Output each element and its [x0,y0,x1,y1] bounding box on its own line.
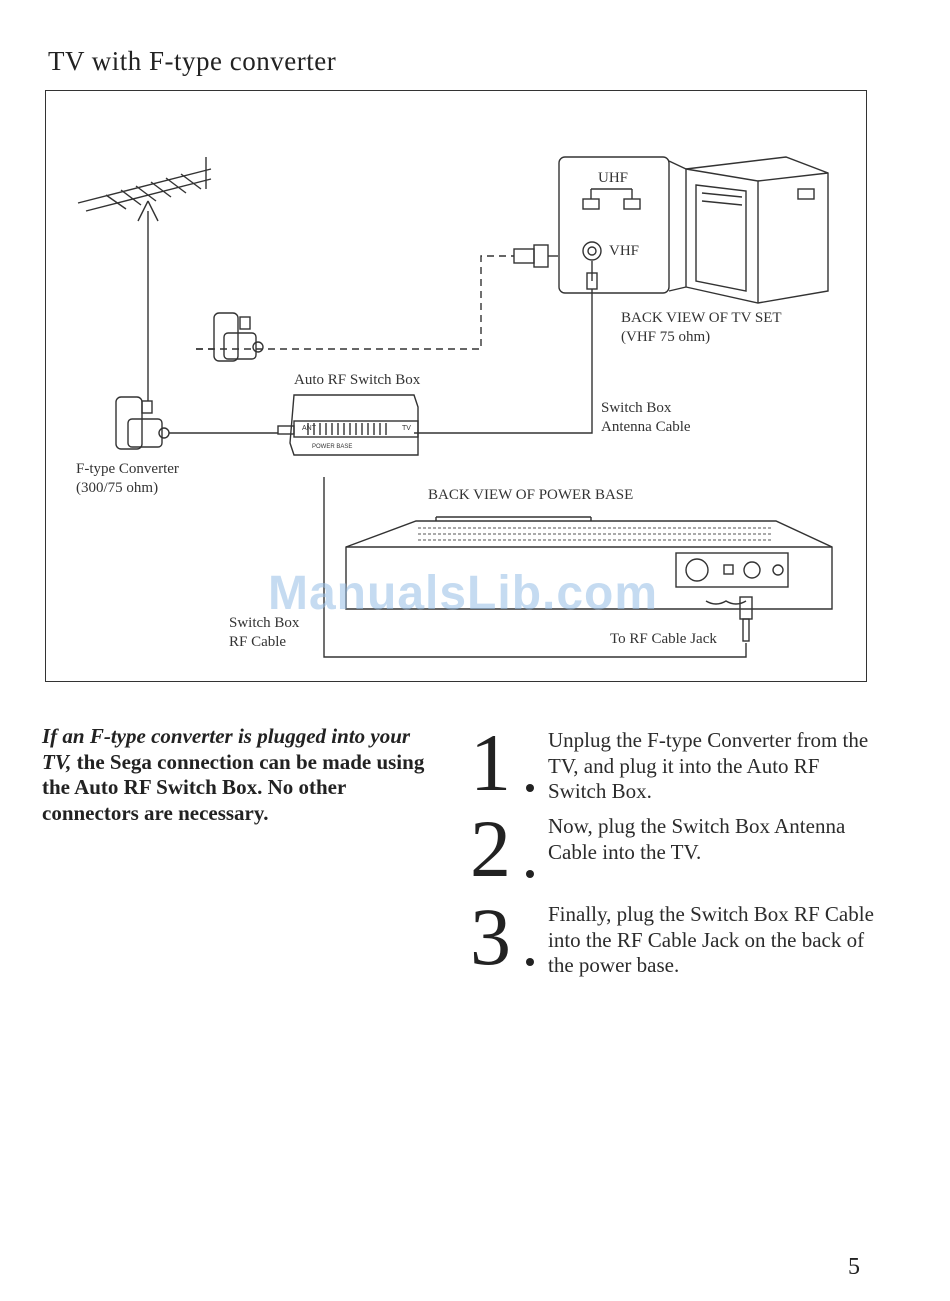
uhf-terminals-icon [582,188,641,210]
step-number: 1 [470,717,511,808]
box-tv-label: TV [402,425,411,432]
intro-rest: the Sega connection can be made using th… [42,749,425,825]
step-bullet [526,958,534,966]
page-title: TV with F-type converter [48,46,337,76]
watermark: ManualsLib.com [268,567,659,620]
step-text: Finally, plug the Switch Box RF Cable in… [548,902,874,977]
box-power-base-label: POWER BASE [312,444,353,450]
vhf-jack-icon [582,241,602,261]
step-text: Unplug the F-type Converter from the TV,… [548,728,869,803]
switch-box-antenna-label-line1: Switch Box [601,400,672,416]
connection-diagram: UHF VHF BACK VIEW OF TV SET (VHF 75 ohm)… [45,90,867,682]
auto-rf-switch-box-label: Auto RF Switch Box [294,372,421,388]
tv-panel [558,156,670,294]
vhf-label: VHF [609,243,640,259]
antenna-icon [77,157,212,401]
old-converter-icon [213,312,264,362]
diagram-drawing [77,156,833,658]
vhf-ohm-label: (VHF 75 ohm) [621,329,711,345]
back-view-power-base-label: BACK VIEW OF POWER BASE [428,487,634,503]
box-ant-label: ANT [302,425,316,432]
page-number: 5 [848,1254,860,1280]
switch-box-rf-label-line1: Switch Box [229,615,300,631]
intro-lead: If an F-type converter is plugged into y… [42,724,411,774]
antenna-cable-plug-icon [586,261,598,290]
intro-paragraph: If an F-type converter is plugged into y… [42,724,432,826]
back-view-tv-label: BACK VIEW OF TV SET [621,310,782,326]
f-type-converter-label: F-type Converter [76,461,179,477]
f-type-ohm-label: (300/75 ohm) [76,480,159,496]
rf-plug-icon [705,596,753,642]
tv-set-icon [668,156,829,304]
switch-box-antenna-label-line2: Antenna Cable [601,419,691,435]
step-bullet [526,784,534,792]
power-base-icon [345,516,833,610]
f-type-converter-icon [115,396,170,450]
switch-box-rf-label-line2: RF Cable [229,634,287,650]
to-rf-cable-jack-label: To RF Cable Jack [610,631,717,647]
uhf-label: UHF [598,170,629,186]
f-connector-icon [513,244,558,268]
step-text: Now, plug the Switch Box Antenna Cable i… [548,814,846,864]
step-number: 2 [470,803,511,894]
switch-box-icon [277,394,419,456]
step-number: 3 [470,891,511,982]
step-bullet [526,870,534,878]
